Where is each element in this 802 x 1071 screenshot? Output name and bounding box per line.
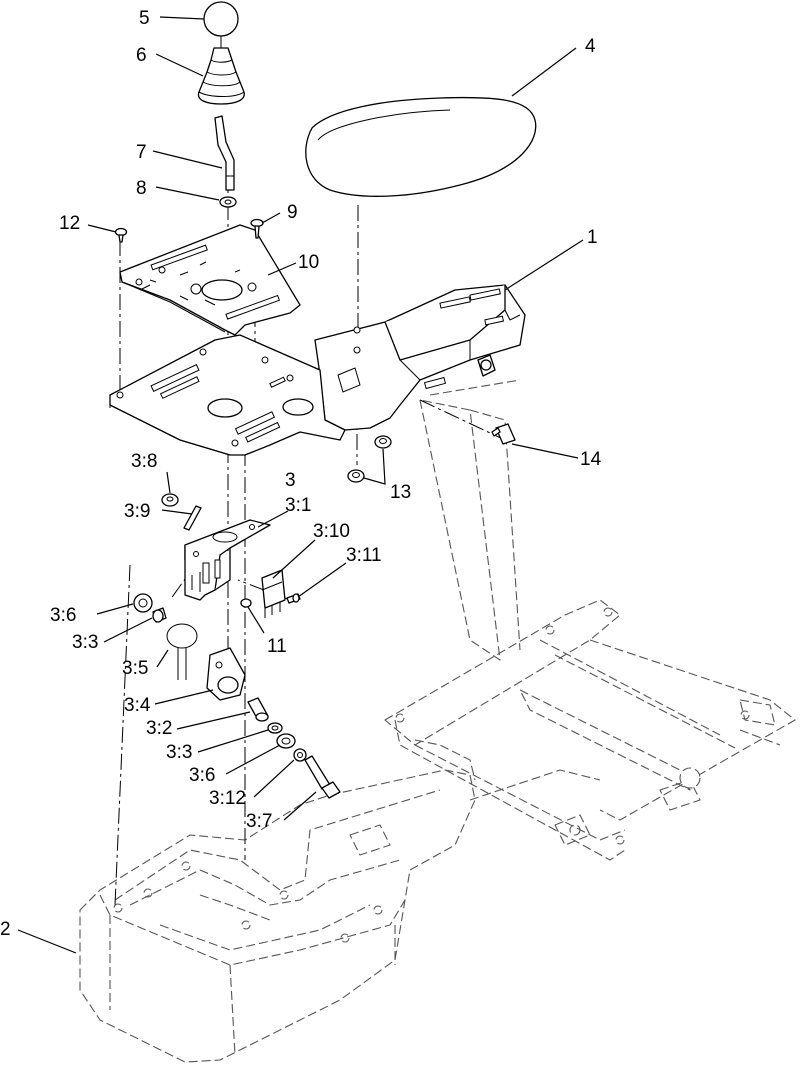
label-part-10: 10 [298,252,319,273]
switch-bracket-part-3-1 [184,519,271,601]
sleeve-part-3-2 [247,697,269,722]
nuts-part-13 [347,435,392,483]
armrest-bracket-part-1 [314,284,526,431]
label-part-3-6-lower: 3:6 [189,765,215,786]
lever-arm-part-3-4 [206,647,246,701]
bushing-part-3-6-lower [276,733,296,749]
bolt-part-14 [491,423,516,445]
mounting-plate [109,334,346,456]
switch-part-3-10 [261,569,286,618]
label-part-3-10: 3:10 [313,521,350,542]
label-part-3-3-upper: 3:3 [72,632,98,653]
shift-knob-part-5 [203,1,239,37]
screw-part-12 [114,227,128,243]
label-part-3-7: 3:7 [246,811,272,832]
label-part-3-9: 3:9 [124,501,150,522]
label-part-3-8: 3:8 [131,451,157,472]
label-part-3-4: 3:4 [124,695,151,716]
screw-part-9 [250,218,264,239]
nut-part-8 [219,196,237,208]
callout-labels: 5 6 4 7 8 9 12 10 1 14 13 3:8 3 3:1 3:9 … [0,8,602,940]
console-base-part-2 [79,769,476,1063]
label-part-3-6-upper: 3:6 [50,605,76,626]
label-part-1: 1 [587,227,598,248]
bearing-part-3-3-lower [267,722,283,734]
bolt-part-3-7 [304,755,341,799]
label-part-2: 2 [0,919,11,940]
spacer-part-3-8 [161,493,179,507]
screw-part-3-11 [286,593,301,604]
label-part-3-3-lower: 3:3 [166,742,192,763]
washer-part-3-12 [293,748,307,762]
shift-lever-part-7 [214,115,235,191]
label-part-11: 11 [267,636,287,657]
shift-boot-part-6 [197,36,245,105]
label-part-3-5: 3:5 [122,658,148,679]
label-part-13: 13 [390,482,411,503]
pin-part-3-9 [183,505,202,531]
spring-clip-part-3-5 [166,623,198,680]
label-part-3-1: 3:1 [285,495,311,516]
armrest-pad-part-4 [305,96,537,197]
label-part-3: 3 [285,470,296,491]
leader-lines [17,16,584,954]
label-part-3-11: 3:11 [346,545,382,566]
label-part-9: 9 [287,202,298,223]
label-part-5: 5 [139,8,150,29]
label-part-3-12: 3:12 [209,788,246,809]
label-part-7: 7 [136,142,147,163]
label-part-8: 8 [136,178,147,199]
label-part-4: 4 [585,36,596,57]
nut-part-11 [240,598,252,608]
bushing-part-3-6-upper [133,593,153,613]
label-part-6: 6 [136,45,147,66]
bearing-part-3-3-upper [152,607,167,623]
label-part-3-2: 3:2 [146,718,172,739]
label-part-14: 14 [580,449,602,470]
shift-gate-plate-part-10 [119,224,301,336]
label-part-12: 12 [59,213,80,234]
seat-frame-phantom [384,379,796,861]
